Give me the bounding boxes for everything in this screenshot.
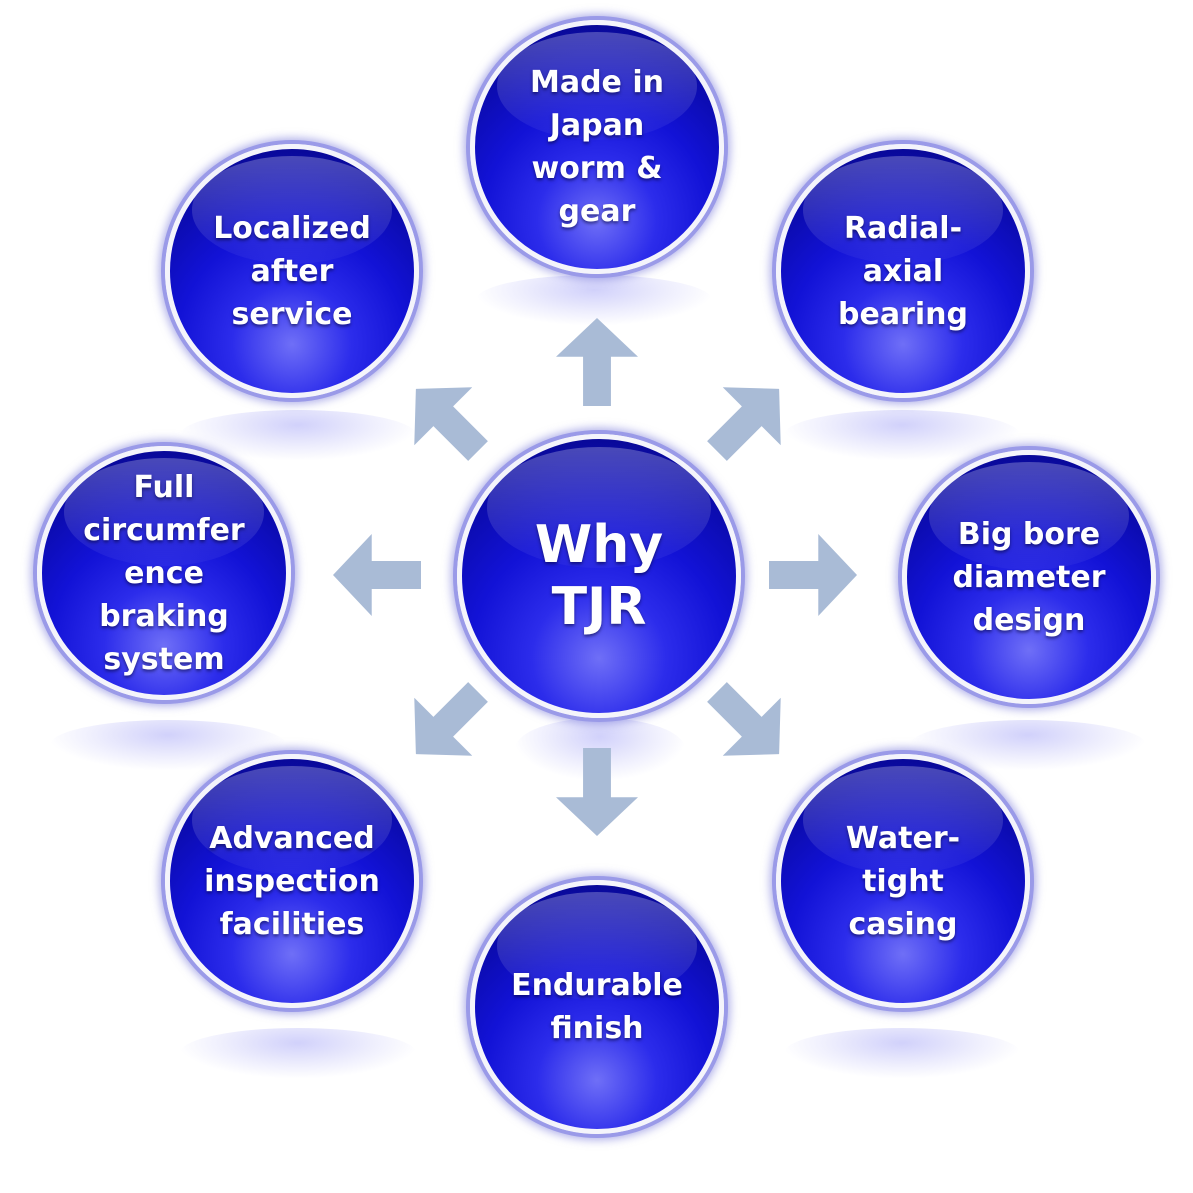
reflection (784, 1028, 1020, 1078)
reflection (476, 275, 712, 325)
node-radial-axial-bearing: Radial- axial bearing (776, 144, 1030, 398)
node-made-in-japan: Made in Japan worm & gear (470, 20, 724, 274)
reflection (784, 410, 1020, 460)
node-label: Endurable finish (511, 968, 683, 1046)
reflection (180, 1028, 416, 1078)
node-water-tight: Water- tight casing (776, 754, 1030, 1008)
node-label: Radial- axial bearing (838, 210, 968, 332)
node-advanced-inspection: Advanced inspection facilities (165, 754, 419, 1008)
node-localized-after-service: Localized after service (165, 144, 419, 398)
node-label: Big bore diameter design (952, 516, 1106, 638)
node-label: Full circumfer ence braking system (83, 469, 245, 677)
center-label: Why TJR (534, 515, 664, 637)
node-label: Localized after service (213, 210, 371, 332)
node-endurable-finish: Endurable finish (470, 880, 724, 1134)
node-label: Made in Japan worm & gear (529, 65, 664, 229)
node-big-bore: Big bore diameter design (902, 450, 1156, 704)
node-label: Advanced inspection facilities (204, 820, 380, 942)
center-node: Why TJR (457, 434, 741, 718)
node-label: Water- tight casing (845, 820, 961, 942)
node-full-circumference: Full circumfer ence braking system (37, 446, 291, 700)
